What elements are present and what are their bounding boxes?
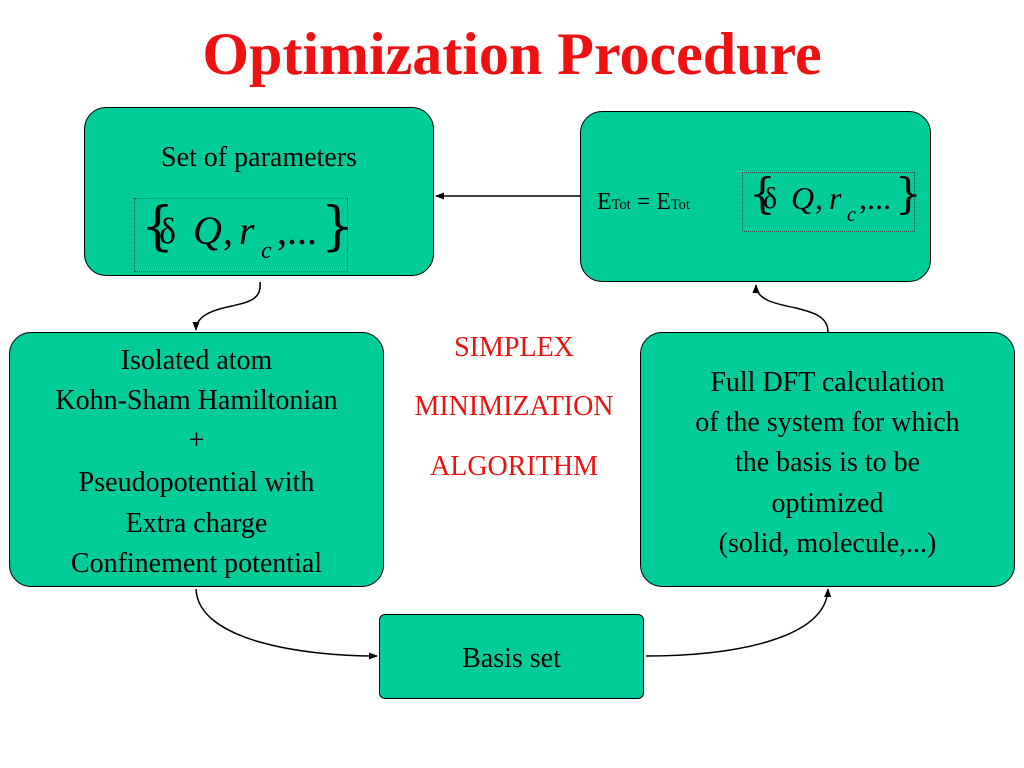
algorithm-line-2: MINIMIZATION <box>414 391 614 422</box>
atom-line: Pseudopotential with <box>78 467 315 498</box>
atom-box: Isolated atom Kohn-Sham Hamiltonian + Ps… <box>9 332 384 587</box>
arrow-dft-to-energy <box>752 284 829 333</box>
dft-line: Full DFT calculation <box>710 367 945 398</box>
atom-line: Confinement potential <box>70 548 323 579</box>
formula-ellipsis: ,... <box>859 180 891 216</box>
formula-open-brace: { <box>141 197 175 257</box>
dft-line: (solid, molecule,...) <box>718 528 937 559</box>
formula-sub-c: c <box>261 238 272 264</box>
formula-comma: , <box>223 208 233 253</box>
formula-close-brace: } <box>895 169 922 218</box>
formula-q: Q <box>193 208 222 253</box>
atom-line: + <box>188 425 205 456</box>
energy-sub1: Tot <box>611 197 631 213</box>
formula-r: r <box>829 180 842 216</box>
algorithm-line-3: ALGORITHM <box>430 451 598 482</box>
formula-open-brace: { <box>749 169 776 218</box>
dft-line: of the system for which <box>695 407 960 438</box>
page-title: Optimization Procedure <box>202 21 822 87</box>
formula-sub-c: c <box>847 204 856 226</box>
energy-formula: { δ Q , r c ,... } <box>742 169 922 232</box>
dft-box: Full DFT calculation of the system for w… <box>640 332 1015 587</box>
parameters-label: Set of parameters <box>161 142 357 173</box>
energy-box: ETot = ETot { δ Q , r c ,... } <box>580 111 931 282</box>
arrow-basis-to-dft <box>645 588 832 657</box>
formula-comma: , <box>815 180 823 216</box>
basis-box: Basis set <box>379 614 644 699</box>
algorithm-line-1: SIMPLEX <box>454 332 574 363</box>
atom-line: Kohn-Sham Hamiltonian <box>55 385 338 416</box>
dft-line: optimized <box>771 488 884 519</box>
parameters-box: Set of parameters { δ Q , r c ,... } <box>84 107 434 276</box>
formula-delta: δ <box>763 182 778 215</box>
arrow-atom-to-basis <box>195 588 378 660</box>
formula-ellipsis: ,... <box>277 208 317 253</box>
formula-r: r <box>239 208 255 253</box>
basis-label: Basis set <box>462 643 561 674</box>
atom-line: Extra charge <box>125 508 268 539</box>
formula-close-brace: } <box>321 197 355 257</box>
formula-q: Q <box>791 180 815 216</box>
parameters-formula: { δ Q , r c ,... } <box>134 197 354 272</box>
energy-e1: E <box>597 189 612 215</box>
dft-line: the basis is to be <box>734 447 921 478</box>
formula-delta: δ <box>159 211 176 251</box>
energy-equals: = <box>636 189 651 215</box>
energy-equation: ETot = ETot <box>597 188 690 219</box>
energy-sub2: Tot <box>670 197 690 213</box>
arrow-parameters-to-atom <box>192 281 261 331</box>
atom-line: Isolated atom <box>120 345 273 376</box>
energy-e2: E <box>656 189 671 215</box>
